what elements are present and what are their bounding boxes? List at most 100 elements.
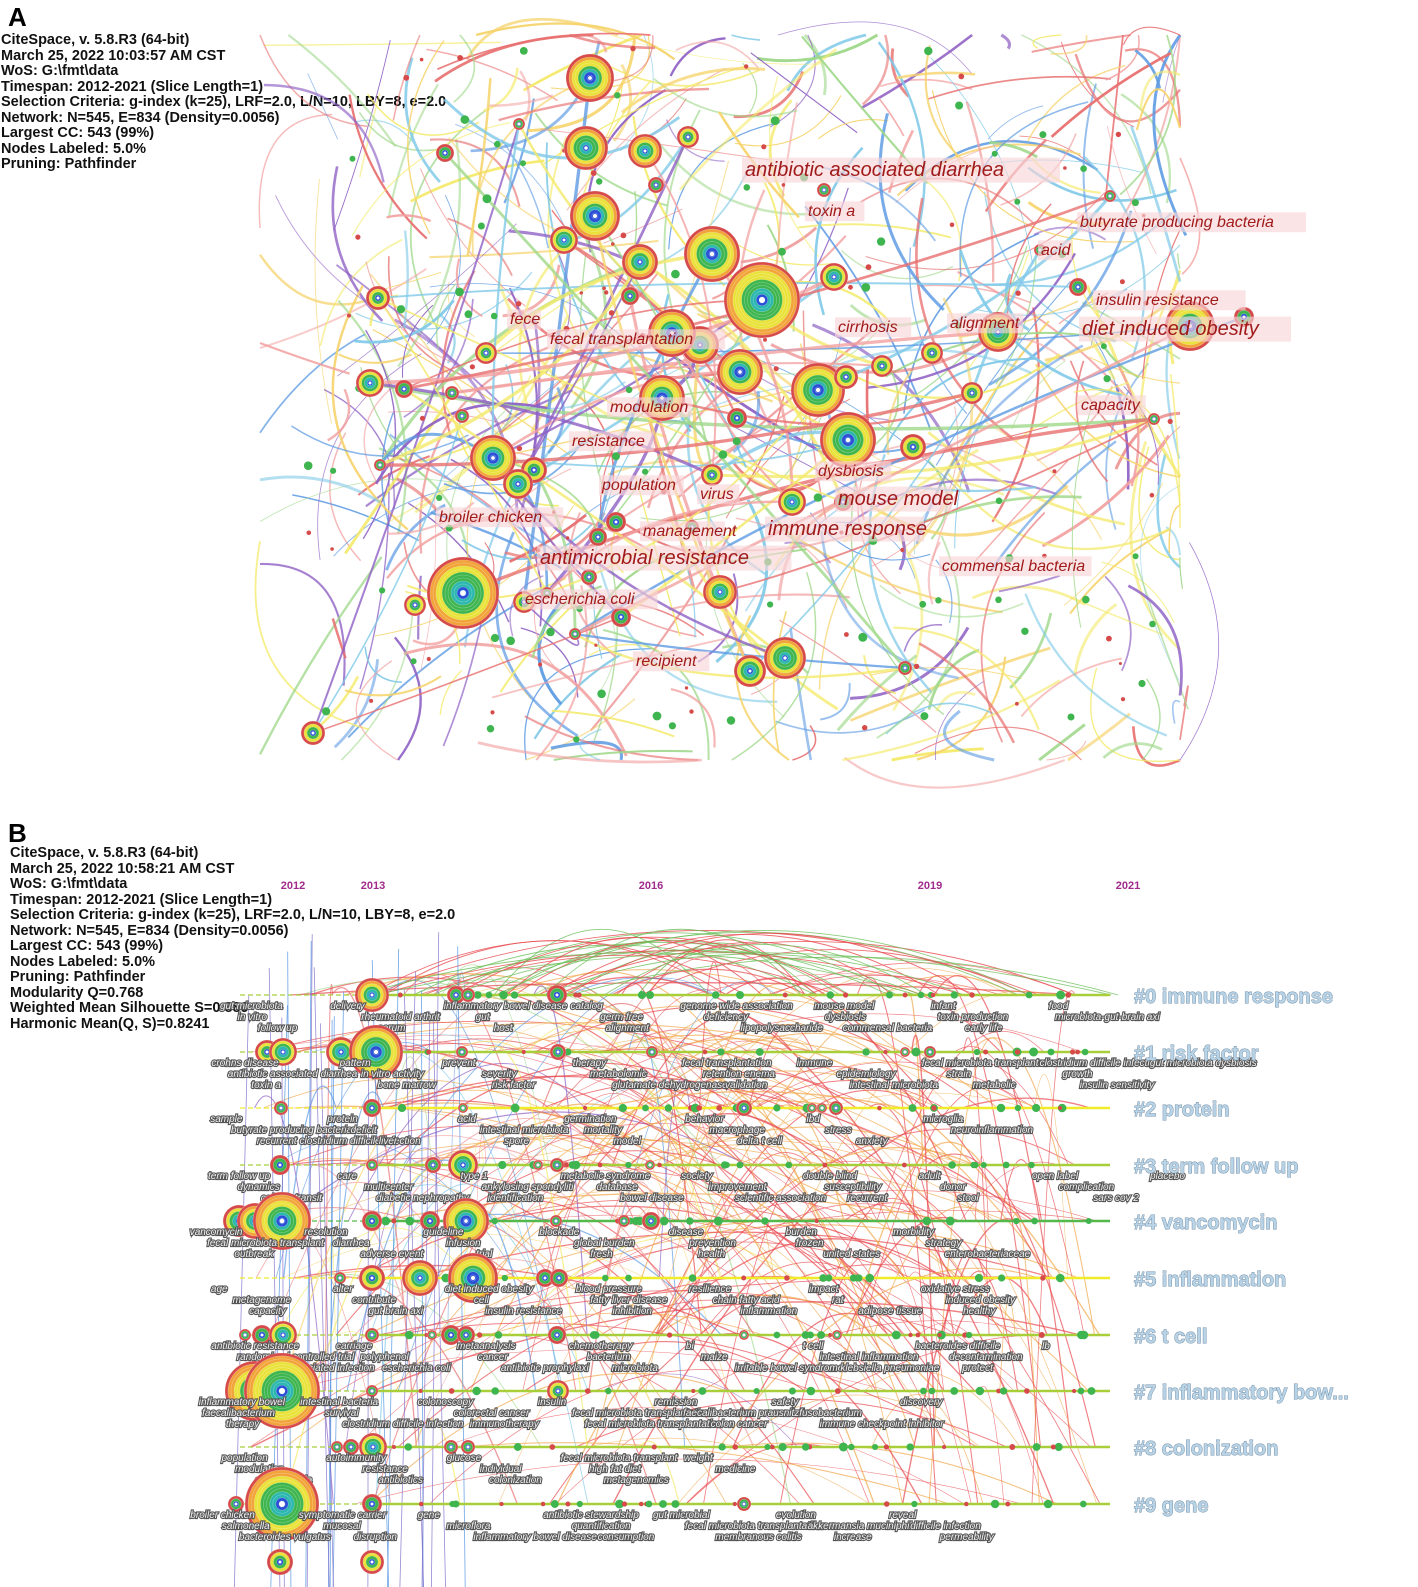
network-node xyxy=(872,1443,879,1451)
network-node xyxy=(844,632,849,637)
network-node xyxy=(538,662,543,667)
network-node xyxy=(499,1501,504,1507)
network-node xyxy=(831,1329,843,1341)
network-node xyxy=(917,991,925,999)
network-node xyxy=(564,1048,572,1056)
cluster-term: food xyxy=(1049,1001,1069,1012)
cluster-term: age xyxy=(211,1284,228,1295)
network-node xyxy=(549,1043,567,1061)
network-node xyxy=(726,716,736,725)
network-node xyxy=(950,991,958,999)
network-node xyxy=(822,1162,828,1168)
network-node xyxy=(342,1438,360,1456)
network-node xyxy=(549,225,579,255)
year-label: 2016 xyxy=(639,880,663,892)
network-node xyxy=(1167,418,1173,424)
network-node xyxy=(755,1048,764,1056)
cluster-term: toxin a xyxy=(251,1080,281,1091)
network-node xyxy=(474,341,498,365)
network-node xyxy=(597,689,606,699)
info-line: Pruning: Pathfinder xyxy=(1,156,137,172)
svg-text:fecal transplantation: fecal transplantation xyxy=(550,331,693,348)
panel-a-letter: A xyxy=(8,2,27,32)
cluster-term: improvement xyxy=(709,1182,768,1193)
network-node xyxy=(454,408,470,424)
network-node xyxy=(391,1444,396,1450)
cluster-term: ibd xyxy=(807,1114,821,1125)
network-node xyxy=(1050,1444,1056,1450)
network-node xyxy=(924,46,933,56)
network-node xyxy=(991,150,998,157)
cluster-term: metabolomic xyxy=(590,1069,647,1080)
cluster-term: fecal microbiota transplant xyxy=(207,1238,325,1249)
cluster-term: spore xyxy=(504,1136,529,1147)
keyword-label: alignment xyxy=(947,313,1024,334)
cluster-term: host xyxy=(494,1023,514,1034)
network-node xyxy=(594,643,598,647)
network-node xyxy=(589,1331,598,1339)
network-node xyxy=(671,269,680,279)
keyword-label: dysbiosis xyxy=(815,461,892,482)
cluster-term: intestinal microbiota xyxy=(850,1080,939,1091)
info-line: Network: N=545, E=834 (Density=0.0056) xyxy=(1,109,280,126)
network-node xyxy=(897,660,913,676)
network-node xyxy=(403,593,427,617)
network-node xyxy=(769,1444,775,1450)
network-node xyxy=(419,57,424,62)
network-node xyxy=(931,1105,937,1111)
cluster-term: t cell xyxy=(803,1341,824,1352)
cluster-label: #9 gene xyxy=(1134,1495,1208,1517)
network-node xyxy=(778,1442,787,1452)
network-node xyxy=(817,1331,826,1339)
network-node xyxy=(576,1500,583,1508)
network-node xyxy=(973,1048,981,1056)
network-node xyxy=(698,1387,707,1395)
cluster-term: inflammation xyxy=(741,1306,798,1317)
network-node xyxy=(499,990,508,1000)
cluster-term: commensal bacteria xyxy=(843,1023,933,1034)
network-node xyxy=(1132,553,1139,560)
network-node xyxy=(1087,1387,1096,1395)
network-node xyxy=(364,1327,380,1343)
info-line: Weighted Mean Silhouette S=0.889 xyxy=(10,1000,249,1016)
network-node xyxy=(676,125,700,149)
cluster-term: high fat diet xyxy=(589,1464,642,1475)
network-node xyxy=(1131,199,1139,207)
keyword-label: fecal transplantation xyxy=(547,329,726,350)
network-node xyxy=(964,1501,969,1507)
cluster-term: in vitro activity xyxy=(361,1069,425,1080)
network-node xyxy=(876,237,886,246)
network-node xyxy=(347,313,351,318)
cluster-term: microbiota xyxy=(612,1363,659,1374)
network-node xyxy=(490,633,500,643)
cluster-term: pattern xyxy=(339,1058,372,1069)
network-node xyxy=(605,1387,612,1395)
network-node xyxy=(657,1162,662,1168)
network-node xyxy=(819,262,849,292)
network-node xyxy=(945,1216,955,1226)
svg-text:population: population xyxy=(601,477,676,494)
network-node xyxy=(1079,1330,1089,1340)
network-node xyxy=(646,991,654,999)
cluster-term: risk factor xyxy=(492,1080,536,1091)
cluster-term: toxin production xyxy=(938,1012,1009,1023)
network-node xyxy=(573,992,579,998)
network-node xyxy=(858,632,868,642)
network-node xyxy=(361,1493,383,1515)
network-node xyxy=(404,1443,413,1451)
cluster-label: #0 immune response xyxy=(1134,986,1333,1008)
cluster-term: health xyxy=(698,1249,726,1260)
network-node xyxy=(930,992,936,998)
network-node xyxy=(611,242,615,246)
network-node xyxy=(870,354,894,378)
network-node xyxy=(782,992,788,998)
network-node xyxy=(620,232,627,239)
network-node xyxy=(443,1439,459,1455)
network-node xyxy=(723,261,801,339)
network-node xyxy=(848,284,853,290)
network-node xyxy=(455,1045,469,1059)
svg-text:acid: acid xyxy=(1041,242,1071,259)
cluster-term: database xyxy=(597,1182,639,1193)
network-node xyxy=(391,1218,397,1224)
